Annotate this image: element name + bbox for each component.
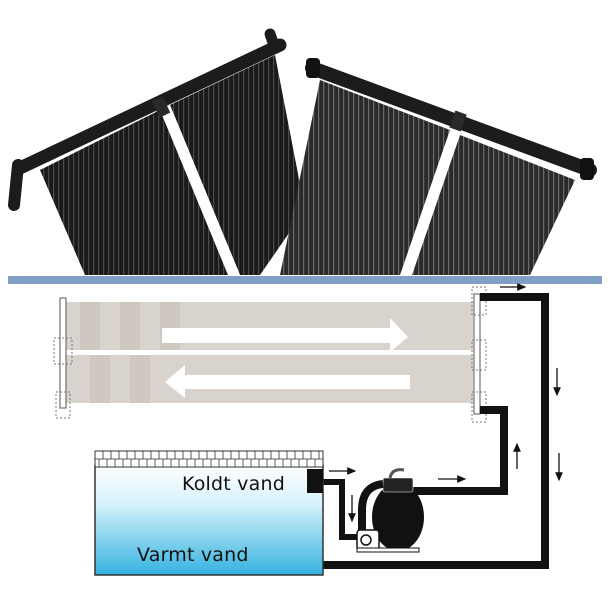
cold-water-label: Koldt vand [182, 473, 285, 495]
solar-panels-photo [8, 28, 597, 275]
pool [94, 450, 324, 576]
left-panel-pair [8, 28, 305, 275]
right-panel-pair [280, 58, 597, 275]
flow-arrow-left-icon [165, 365, 410, 398]
flow-direction-arrows [329, 283, 563, 523]
warm-water-label: Varmt vand [137, 544, 249, 566]
pipe-network [283, 293, 549, 569]
section-divider [8, 276, 602, 284]
skimmer [307, 469, 323, 493]
panel-top-view [53, 286, 487, 423]
sand-filter-pump-icon [356, 468, 424, 553]
flow-arrow-right-icon [162, 318, 408, 352]
